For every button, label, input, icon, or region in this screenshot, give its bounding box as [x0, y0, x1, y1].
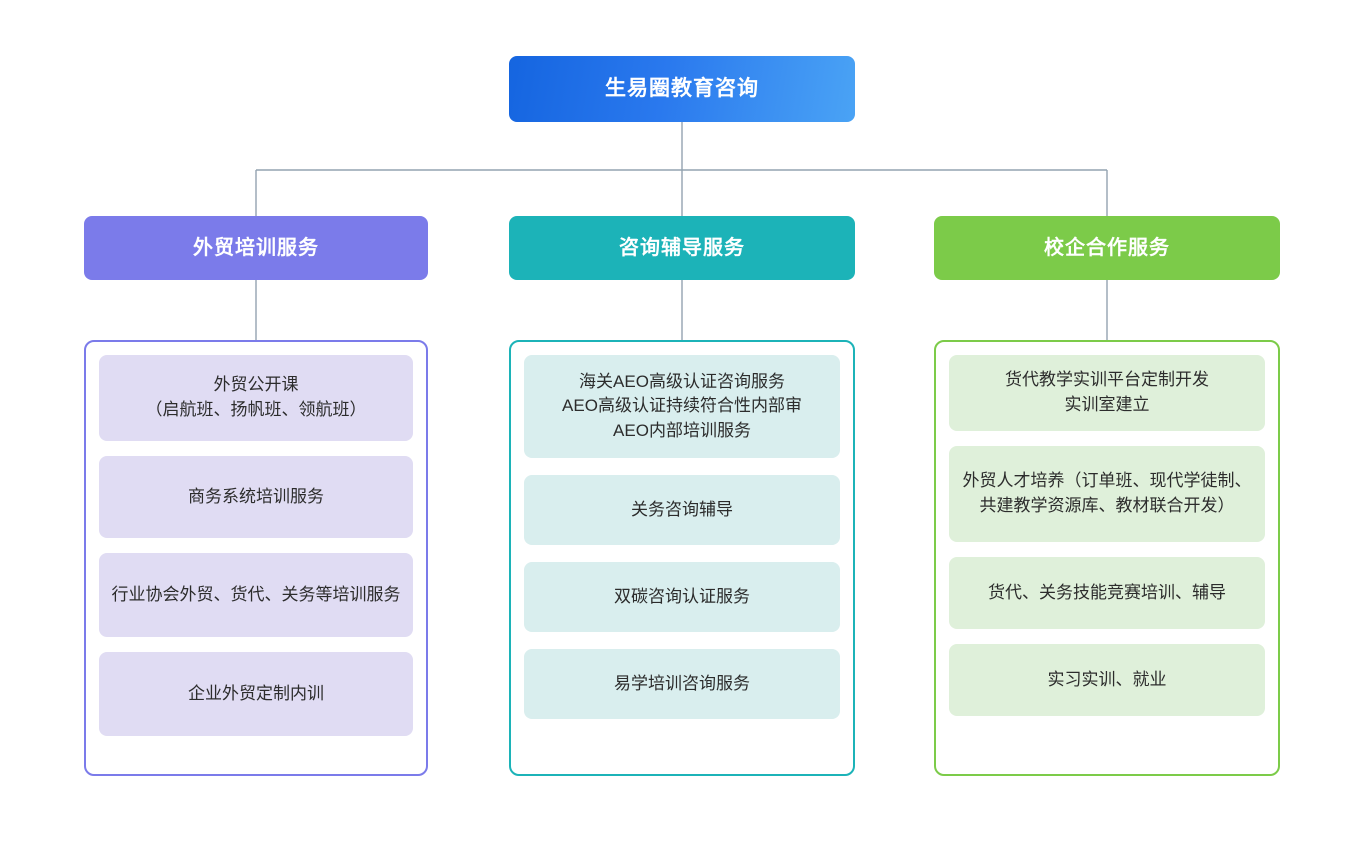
branch-header-school-enterprise[interactable]: 校企合作服务 [934, 216, 1280, 280]
item-card[interactable]: 海关AEO高级认证咨询服务 AEO高级认证持续符合性内部审 AEO内部培训服务 [524, 355, 840, 458]
item-card[interactable]: 商务系统培训服务 [99, 456, 413, 538]
item-card[interactable]: 外贸人才培养（订单班、现代学徒制、共建教学资源库、教材联合开发） [949, 446, 1265, 542]
root-node-label: 生易圈教育咨询 [605, 77, 759, 101]
branch-header-label: 咨询辅导服务 [619, 237, 745, 259]
branch-column-training: 外贸培训服务 [84, 216, 428, 280]
item-card[interactable]: 实习实训、就业 [949, 644, 1265, 716]
branch-header-label: 校企合作服务 [1044, 237, 1170, 259]
branch-header-training[interactable]: 外贸培训服务 [84, 216, 428, 280]
item-card[interactable]: 外贸公开课 （启航班、扬帆班、领航班） [99, 355, 413, 441]
item-card[interactable]: 行业协会外贸、货代、关务等培训服务 [99, 553, 413, 637]
branch-column-school-enterprise: 校企合作服务 [934, 216, 1280, 280]
items-container-training: 外贸公开课 （启航班、扬帆班、领航班） 商务系统培训服务 行业协会外贸、货代、关… [84, 340, 428, 776]
root-node[interactable]: 生易圈教育咨询 [509, 56, 855, 122]
item-card[interactable]: 企业外贸定制内训 [99, 652, 413, 736]
item-card[interactable]: 货代教学实训平台定制开发 实训室建立 [949, 355, 1265, 431]
branch-header-consulting[interactable]: 咨询辅导服务 [509, 216, 855, 280]
item-card[interactable]: 货代、关务技能竞赛培训、辅导 [949, 557, 1265, 629]
branch-column-consulting: 咨询辅导服务 [509, 216, 855, 280]
items-container-school-enterprise: 货代教学实训平台定制开发 实训室建立 外贸人才培养（订单班、现代学徒制、共建教学… [934, 340, 1280, 776]
item-card[interactable]: 易学培训咨询服务 [524, 649, 840, 719]
item-card[interactable]: 双碳咨询认证服务 [524, 562, 840, 632]
item-card[interactable]: 关务咨询辅导 [524, 475, 840, 545]
items-container-consulting: 海关AEO高级认证咨询服务 AEO高级认证持续符合性内部审 AEO内部培训服务 … [509, 340, 855, 776]
branch-header-label: 外贸培训服务 [193, 237, 319, 259]
